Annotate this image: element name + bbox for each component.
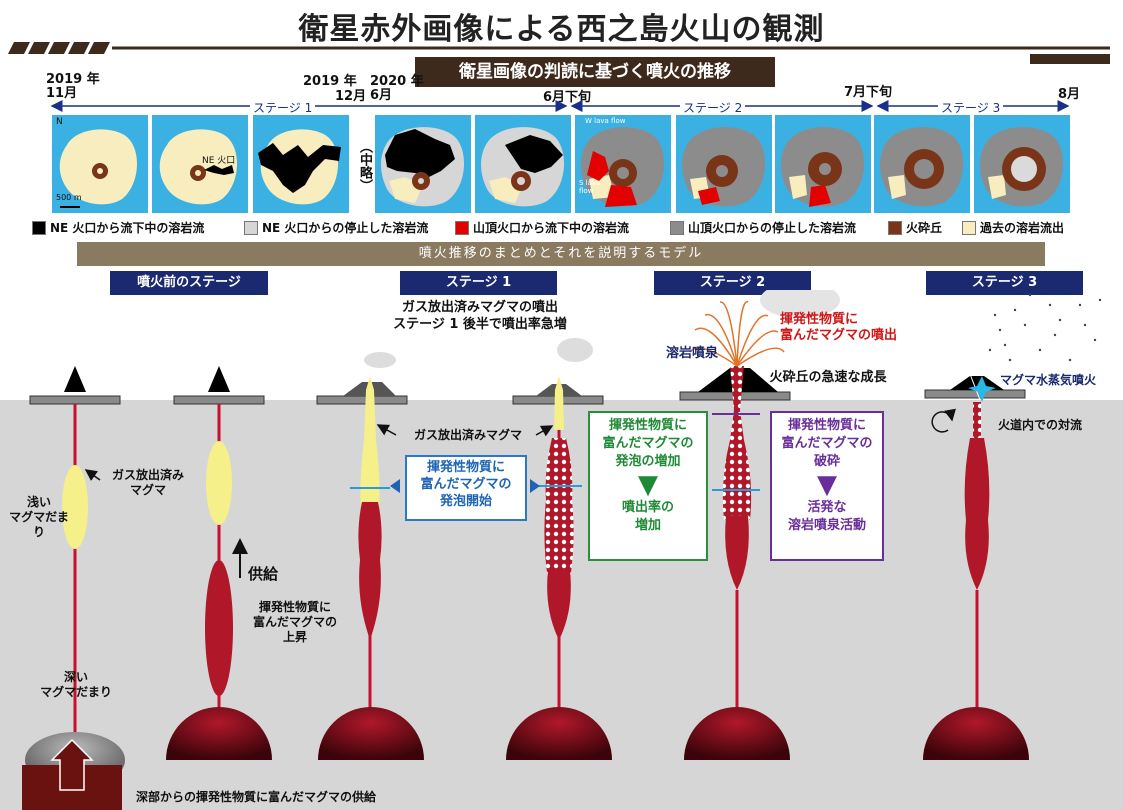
s-flow-label: S lava flow: [579, 179, 601, 195]
satellite-tile-4: [375, 115, 471, 213]
vesiculation-increase-box: 揮発性物質に 富んだマグマの 発泡の増加 ▼ 噴出率の 増加: [588, 411, 708, 561]
deep-supply-caption: 深部からの揮発性物質に富んだマグマの供給: [136, 790, 377, 804]
degassed-magma-label-2: ガス放出済みマグマ: [413, 428, 522, 442]
w-flow-label: W lava flow: [585, 117, 626, 125]
phreatomagmatic-label: マグマ水蒸気噴火: [1000, 373, 1097, 387]
date-late-july: 7月下旬: [844, 85, 893, 100]
timeline-stage-3: ステージ 3: [938, 99, 1004, 116]
legend-summit-flowing: 山頂火口から流下中の溶岩流: [455, 219, 629, 236]
conduit-convection-label: 火道内での対流: [997, 418, 1082, 432]
north-label: N: [56, 117, 63, 127]
timeline-stage-2: ステージ 2: [680, 99, 746, 116]
stage-head-pre: 噴火前のステージ: [110, 271, 268, 295]
legend-swatch: [962, 220, 976, 235]
vesiculation-start-box: 揮発性物質に 富んだマグマの 発泡開始: [405, 455, 527, 521]
legend-ne-stopped: NE 火口からの停止した溶岩流: [244, 219, 428, 236]
satellite-tile-2: NE 火口: [152, 115, 248, 213]
shallow-chamber-label: 浅い マグマだまり: [9, 495, 69, 539]
legend-summit-stopped: 山頂火口からの停止した溶岩流: [670, 219, 856, 236]
timeline-stage-1: ステージ 1: [250, 99, 316, 116]
scale-label: 500 m: [56, 193, 82, 202]
degassed-magma-label: ガス放出済み マグマ: [111, 468, 184, 497]
fragmentation-box: 揮発性物質に 富んだマグマの 破砕 ▼ 活発な 溶岩噴泉活動: [770, 411, 884, 561]
stage1-description: ガス放出済みマグマの噴出 ステージ 1 後半で噴出率急増: [393, 300, 567, 332]
volatile-eruption-label: 揮発性物質に 富んだマグマの噴出: [780, 312, 898, 343]
purple-down-arrow: ▼: [817, 470, 837, 500]
omitted-label: （中略）: [357, 140, 372, 192]
legend-swatch: [455, 220, 469, 235]
cone-growth-label: 火砕丘の急速な成長: [769, 370, 887, 385]
date-august: 8月: [1058, 87, 1081, 102]
model-diagram: [0, 290, 1123, 810]
satellite-tile-8: [775, 115, 871, 213]
page-title: 衛星赤外画像による西之島火山の観測: [298, 12, 825, 47]
lava-fountain-label: 溶岩噴泉: [666, 346, 719, 361]
supply-label: 供給: [248, 565, 279, 583]
volatile-rise-label: 揮発性物質に 富んだマグマの 上昇: [252, 600, 337, 644]
subtitle: 衛星画像の判読に基づく噴火の推移: [415, 57, 775, 87]
ne-vent-label: NE 火口: [202, 156, 236, 166]
legend-swatch: [244, 220, 258, 235]
satellite-tile-7: [676, 115, 772, 213]
stage-head-1: ステージ 1: [400, 271, 557, 295]
satellite-tile-6: W lava flow S lava flow: [575, 115, 671, 213]
satellite-tile-9: [874, 115, 970, 213]
date-2019-12-year: 2019 年: [303, 74, 357, 89]
legend-swatch: [32, 220, 46, 235]
satellite-tile-1: N 500 m: [52, 115, 148, 213]
header-decoration: [8, 42, 1110, 64]
green-down-arrow: ▼: [638, 470, 658, 500]
legend-swatch: [670, 220, 684, 235]
stage-head-3: ステージ 3: [926, 271, 1083, 295]
satellite-tile-3: [253, 115, 349, 213]
deep-chamber-label: 深い マグマだまり: [40, 670, 112, 699]
legend-past-lava: 過去の溶岩流出: [962, 219, 1064, 236]
satellite-tile-5: [475, 115, 571, 213]
model-band: 噴火推移のまとめとそれを説明するモデル: [77, 242, 1045, 266]
legend-cone: 火砕丘: [888, 219, 942, 236]
legend-swatch: [888, 220, 902, 235]
legend-ne-flowing: NE 火口から流下中の溶岩流: [32, 219, 204, 236]
blue-double-arrow: [390, 479, 540, 493]
satellite-tile-10: [974, 115, 1070, 213]
